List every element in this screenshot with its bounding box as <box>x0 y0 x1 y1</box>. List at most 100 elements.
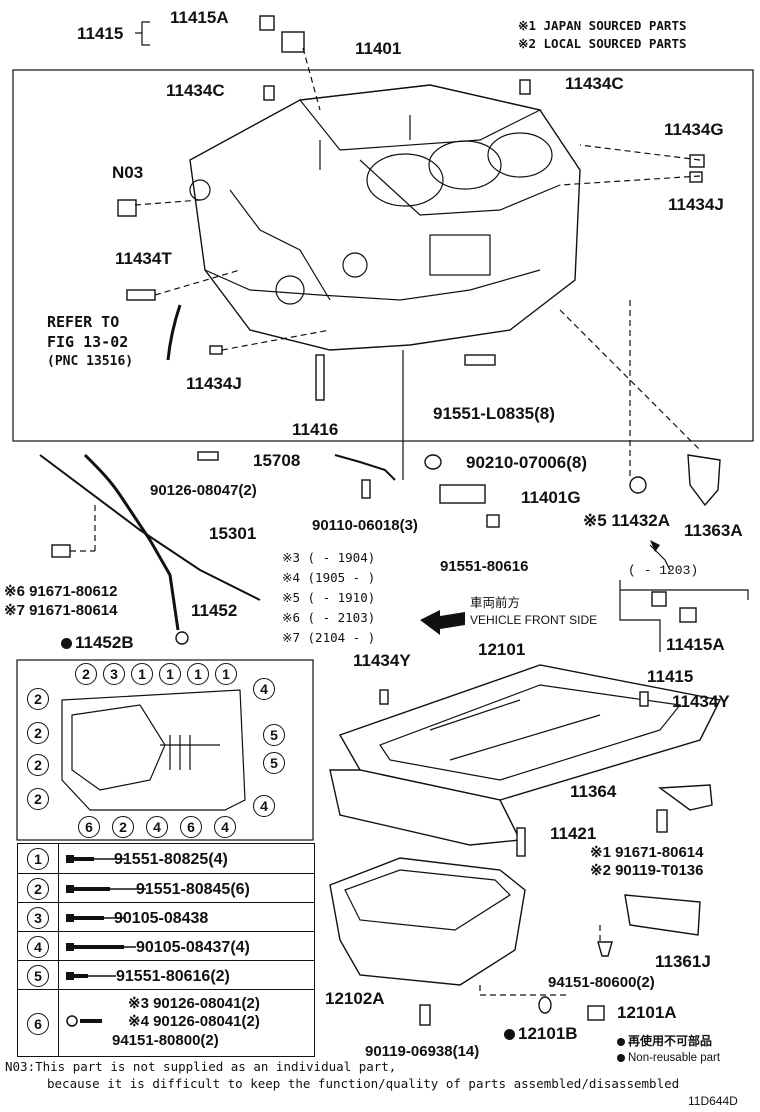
bolt-part-number: ※3 90126-08041(2) <box>128 995 260 1012</box>
footnote-line2: because it is difficult to keep the func… <box>47 1076 680 1091</box>
label-N03: N03 <box>112 163 144 182</box>
label-11401G: 11401G <box>521 488 581 507</box>
non-reusable-dot-icon <box>61 638 72 650</box>
pin-11434Y-left <box>379 689 389 705</box>
bolt-key: 5 <box>263 752 285 774</box>
bolt-91671 <box>51 544 71 558</box>
header-note-japan: ※1 JAPAN SOURCED PARTS <box>518 18 687 33</box>
label-11452B-text: 11452B <box>75 633 134 652</box>
bolt-key: 4 <box>214 816 236 838</box>
label-91551-80616: 91551-80616 <box>440 558 529 575</box>
bolt-key: 6 <box>27 1012 49 1035</box>
non-reusable-dot-icon <box>504 1029 515 1041</box>
label-refer-fig: FIG 13-02 <box>47 333 129 351</box>
label-11415A-lower: 11415A <box>666 635 725 654</box>
pin-11434T <box>126 289 156 301</box>
bolt-map-bottom-keys: 6 2 4 6 4 <box>78 816 236 838</box>
bolt-part-number: 91551-80845(6) <box>136 881 250 898</box>
bolt-icon <box>66 972 116 980</box>
label-12101: 12101 <box>478 640 526 659</box>
legend-en-text: Non-reusable part <box>628 1052 721 1064</box>
label-15301: 15301 <box>209 524 257 543</box>
plug-11415A-lower <box>651 591 667 607</box>
pin-11434Y-right <box>639 691 649 707</box>
bolt-key: 5 <box>27 964 49 987</box>
gasket-12101B <box>538 996 552 1014</box>
oil-pan-12101 <box>329 664 722 846</box>
label-11416: 11416 <box>292 420 339 439</box>
label-12102A: 12102A <box>325 989 385 1008</box>
bracket-11415 <box>141 21 150 46</box>
cap-11363A <box>687 454 721 507</box>
bolt-key: 1 <box>187 663 209 685</box>
bolt-table: 1 91551-80825(4) 2 91551-80845(6) 3 9010… <box>17 843 315 1057</box>
bolt-key: 1 <box>159 663 181 685</box>
bolt-key: 6 <box>180 816 202 838</box>
bolt-key: 4 <box>27 935 49 958</box>
bolt-table-row: 3 90105-08438 <box>18 902 314 932</box>
bolt-key: 1 <box>131 663 153 685</box>
block-frame <box>12 69 754 442</box>
label-vehicle-front-jp: 車両前方 <box>470 595 521 610</box>
label-90210-07006: 90210-07006(8) <box>466 453 587 472</box>
legend-dot-icon <box>617 1037 625 1046</box>
bolt-L0835 <box>464 354 496 366</box>
stud-gasket-icon <box>66 1015 102 1027</box>
label-11364: 11364 <box>570 782 617 801</box>
bolt-map-top-keys: 2 3 1 1 1 1 <box>75 663 237 685</box>
bolt-table-row: 6 ※3 90126-08041(2) ※4 90126-08041(2) 94… <box>18 989 314 1057</box>
label-refer-to: REFER TO <box>47 313 120 331</box>
label-90126-08047: 90126-08047(2) <box>150 482 257 499</box>
date-range-3: ※3 ( - 1904) <box>282 550 376 565</box>
date-range-6: ※6 ( - 2103) <box>282 610 376 625</box>
legend-jp-text: 再使用不可部品 <box>628 1034 713 1048</box>
figure-code: 11D644D <box>688 1094 738 1108</box>
guide-11452 <box>83 453 180 631</box>
label-11415A-top: 11415A <box>170 8 229 27</box>
bolt-part-number: 91551-80825(4) <box>114 851 228 868</box>
label-91671-80614b: ※1 91671-80614 <box>590 844 704 861</box>
plug-N03 <box>117 199 137 217</box>
arrow-up-icon <box>650 540 660 552</box>
bolt-part-number: 90105-08437(4) <box>136 939 250 956</box>
label-11434Y-right: 11434Y <box>672 692 730 711</box>
plug-11415A <box>259 15 275 31</box>
label-91671-80614: ※7 91671-80614 <box>4 602 118 619</box>
label-90110-06018: 90110-06018(3) <box>312 517 418 534</box>
bolt-key: 6 <box>78 816 100 838</box>
bolt-key: 4 <box>253 678 275 700</box>
bolt-key: 2 <box>27 877 49 900</box>
bolt-key: 2 <box>27 754 49 776</box>
bolt-11416 <box>315 354 325 401</box>
legend-non-reusable-jp: 再使用不可部品 <box>617 1034 712 1048</box>
bolt-key: 5 <box>263 724 285 746</box>
label-11434C-left: 11434C <box>166 81 225 100</box>
stud-90126-08047 <box>197 451 219 461</box>
label-11434J-left: 11434J <box>186 374 242 393</box>
bolt-key: 2 <box>75 663 97 685</box>
label-11434Y-left: 11434Y <box>353 651 411 670</box>
stud-11421 <box>516 827 526 857</box>
date-range-7: ※7 (2104 - ) <box>282 630 376 645</box>
bolt-part-number: 94151-80800(2) <box>112 1032 219 1049</box>
plug-11415-lower <box>679 607 697 623</box>
pin-11434C-left <box>263 85 275 101</box>
dipstick-15301 <box>39 454 261 601</box>
cylinder-block <box>189 84 581 351</box>
bolt-table-row: 2 91551-80845(6) <box>18 873 314 903</box>
oil-pan-12102A <box>329 857 526 986</box>
pin-11434J-right <box>689 171 703 183</box>
bracket-1203 <box>619 580 749 600</box>
label-11434G: 11434G <box>664 120 724 139</box>
label-11421: 11421 <box>550 824 597 843</box>
label-11401: 11401 <box>355 39 402 58</box>
label-vehicle-front-en: VEHICLE FRONT SIDE <box>470 613 598 627</box>
bolt-key: 2 <box>27 788 49 810</box>
date-range-5: ※5 ( - 1910) <box>282 590 376 605</box>
bolt-part-number: ※4 90126-08041(2) <box>128 1013 260 1030</box>
bolt-icon <box>66 914 126 922</box>
bolt-key: 2 <box>27 722 49 744</box>
bolt-90110 <box>361 479 371 499</box>
legend-non-reusable-en: Non-reusable part <box>617 1052 720 1066</box>
